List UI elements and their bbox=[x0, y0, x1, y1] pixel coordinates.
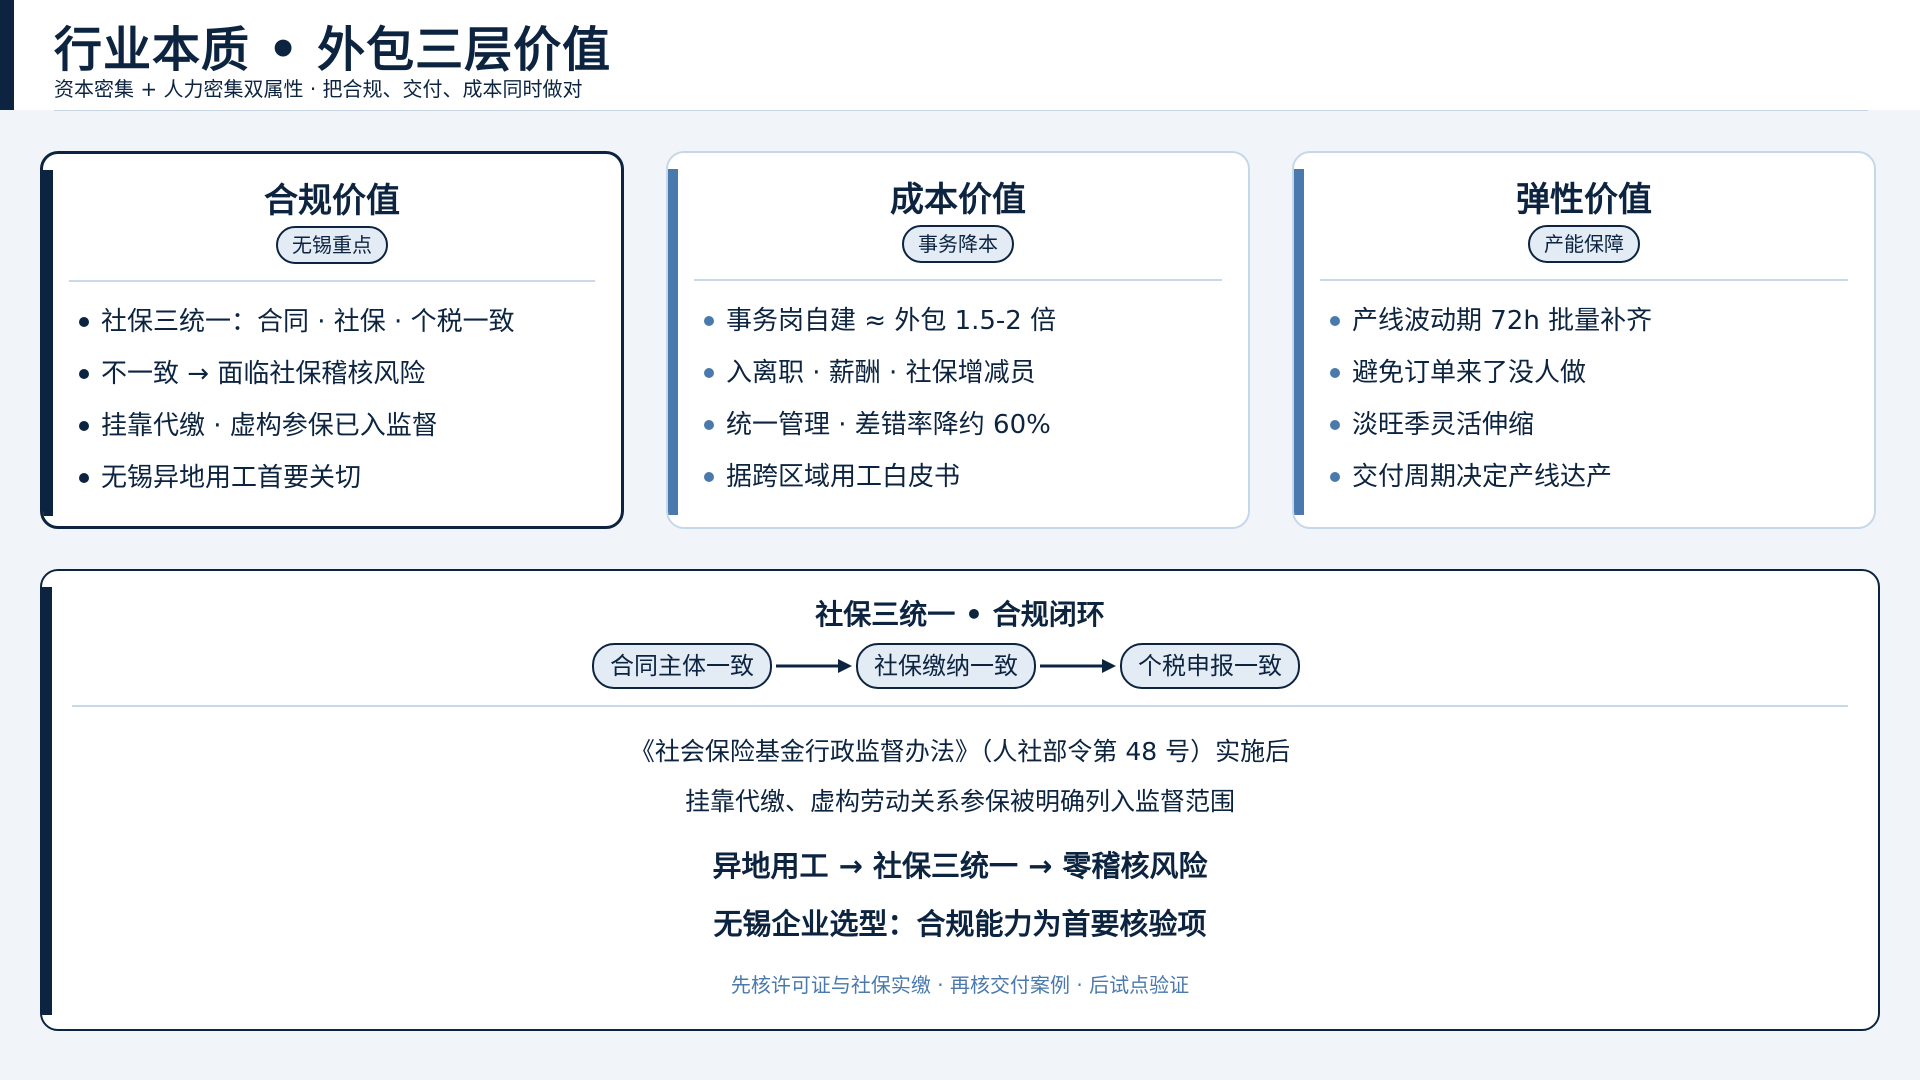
footnote-text: 先核许可证与社保实缴 · 再核交付案例 · 后试点验证 bbox=[730, 973, 1190, 997]
card-cost-value: 成本价值 事务降本 事务岗自建 ≈ 外包 1.5-2 倍 入离职 · 薪酬 · … bbox=[666, 151, 1250, 529]
card-divider bbox=[694, 279, 1222, 281]
list-item: 挂靠代缴 · 虚构参保已入监督 bbox=[79, 406, 515, 458]
list-item: 不一致 → 面临社保稽核风险 bbox=[79, 354, 515, 406]
page-subtitle: 资本密集 + 人力密集双属性 · 把合规、交付、成本同时做对 bbox=[54, 77, 583, 101]
card-title: 合规价值 bbox=[264, 181, 400, 221]
card-tag-badge: 产能保障 bbox=[1528, 225, 1640, 263]
list-item-text: 产线波动期 72h 批量补齐 bbox=[1352, 306, 1653, 336]
header-divider bbox=[54, 110, 1868, 111]
card-tag-badge: 无锡重点 bbox=[276, 226, 388, 264]
selection-criteria-text: 无锡企业选型：合规能力为首要核验项 bbox=[713, 907, 1207, 941]
card-bullet-list: 产线波动期 72h 批量补齐 避免订单来了没人做 淡旺季灵活伸缩 交付周期决定产… bbox=[1330, 301, 1652, 509]
card-tag-badge: 事务降本 bbox=[902, 225, 1014, 263]
list-item: 无锡异地用工首要关切 bbox=[79, 458, 515, 510]
bullet-dot-icon bbox=[704, 472, 714, 482]
bullet-dot-icon bbox=[704, 316, 714, 326]
bullet-dot-icon bbox=[1330, 472, 1340, 482]
regulation-text: 《社会保险基金行政监督办法》（人社部令第 48 号）实施后 bbox=[629, 737, 1291, 766]
page-title: 行业本质 • 外包三层价值 bbox=[54, 22, 612, 78]
list-item: 交付周期决定产线达产 bbox=[1330, 457, 1652, 509]
header-accent-bar bbox=[0, 0, 14, 110]
list-item: 社保三统一：合同 · 社保 · 个税一致 bbox=[79, 302, 515, 354]
regulation-scope-text: 挂靠代缴、虚构劳动关系参保被明确列入监督范围 bbox=[684, 787, 1235, 816]
flow-diagram: 合同主体一致 社保缴纳一致 个税申报一致 bbox=[592, 643, 1300, 689]
card-bullet-list: 事务岗自建 ≈ 外包 1.5-2 倍 入离职 · 薪酬 · 社保增减员 统一管理… bbox=[704, 301, 1056, 509]
bullet-dot-icon bbox=[79, 421, 89, 431]
card-title: 弹性价值 bbox=[1516, 180, 1652, 220]
card-accent-bar bbox=[668, 169, 678, 515]
list-item: 事务岗自建 ≈ 外包 1.5-2 倍 bbox=[704, 301, 1056, 353]
bullet-dot-icon bbox=[79, 473, 89, 483]
arrow-right-icon bbox=[1040, 659, 1116, 673]
list-item: 入离职 · 薪酬 · 社保增减员 bbox=[704, 353, 1056, 405]
list-item: 据跨区域用工白皮书 bbox=[704, 457, 1056, 509]
list-item-text: 据跨区域用工白皮书 bbox=[726, 462, 961, 492]
panel-accent-bar bbox=[42, 587, 52, 1015]
list-item-text: 无锡异地用工首要关切 bbox=[101, 463, 362, 493]
card-bullet-list: 社保三统一：合同 · 社保 · 个税一致 不一致 → 面临社保稽核风险 挂靠代缴… bbox=[79, 302, 515, 510]
panel-divider bbox=[72, 705, 1848, 707]
list-item-text: 交付周期决定产线达产 bbox=[1352, 462, 1613, 492]
flow-step-contract: 合同主体一致 bbox=[592, 643, 772, 689]
list-item-text: 不一致 → 面临社保稽核风险 bbox=[101, 359, 426, 389]
card-title: 成本价值 bbox=[890, 180, 1026, 220]
flow-step-social-insurance: 社保缴纳一致 bbox=[856, 643, 1036, 689]
list-item-text: 挂靠代缴 · 虚构参保已入监督 bbox=[101, 411, 438, 441]
list-item: 统一管理 · 差错率降约 60% bbox=[704, 405, 1056, 457]
list-item-text: 社保三统一：合同 · 社保 · 个税一致 bbox=[101, 307, 515, 337]
panel-title: 社保三统一 • 合规闭环 bbox=[815, 598, 1105, 631]
list-item: 产线波动期 72h 批量补齐 bbox=[1330, 301, 1652, 353]
list-item: 淡旺季灵活伸缩 bbox=[1330, 405, 1652, 457]
bullet-dot-icon bbox=[1330, 368, 1340, 378]
bullet-dot-icon bbox=[79, 369, 89, 379]
list-item-text: 入离职 · 薪酬 · 社保增减员 bbox=[726, 358, 1036, 388]
bullet-dot-icon bbox=[704, 368, 714, 378]
card-compliance-value: 合规价值 无锡重点 社保三统一：合同 · 社保 · 个税一致 不一致 → 面临社… bbox=[40, 151, 624, 529]
compliance-loop-panel: 社保三统一 • 合规闭环 合同主体一致 社保缴纳一致 个税申报一致 《社会保险基… bbox=[40, 569, 1880, 1031]
list-item-text: 淡旺季灵活伸缩 bbox=[1352, 410, 1535, 440]
bullet-dot-icon bbox=[1330, 316, 1340, 326]
card-flexibility-value: 弹性价值 产能保障 产线波动期 72h 批量补齐 避免订单来了没人做 淡旺季灵活… bbox=[1292, 151, 1876, 529]
card-accent-bar bbox=[1294, 169, 1304, 515]
card-divider bbox=[1320, 279, 1848, 281]
list-item-text: 统一管理 · 差错率降约 60% bbox=[726, 410, 1051, 440]
bullet-dot-icon bbox=[704, 420, 714, 430]
key-chain-text: 异地用工 → 社保三统一 → 零稽核风险 bbox=[712, 849, 1208, 883]
list-item-text: 事务岗自建 ≈ 外包 1.5-2 倍 bbox=[726, 306, 1057, 336]
arrow-right-icon bbox=[776, 659, 852, 673]
bullet-dot-icon bbox=[1330, 420, 1340, 430]
page-header: 行业本质 • 外包三层价值 资本密集 + 人力密集双属性 · 把合规、交付、成本… bbox=[0, 0, 1920, 110]
bullet-dot-icon bbox=[79, 317, 89, 327]
flow-step-tax-declaration: 个税申报一致 bbox=[1120, 643, 1300, 689]
card-accent-bar bbox=[43, 170, 53, 516]
card-divider bbox=[69, 280, 595, 282]
list-item: 避免订单来了没人做 bbox=[1330, 353, 1652, 405]
list-item-text: 避免订单来了没人做 bbox=[1352, 358, 1587, 388]
